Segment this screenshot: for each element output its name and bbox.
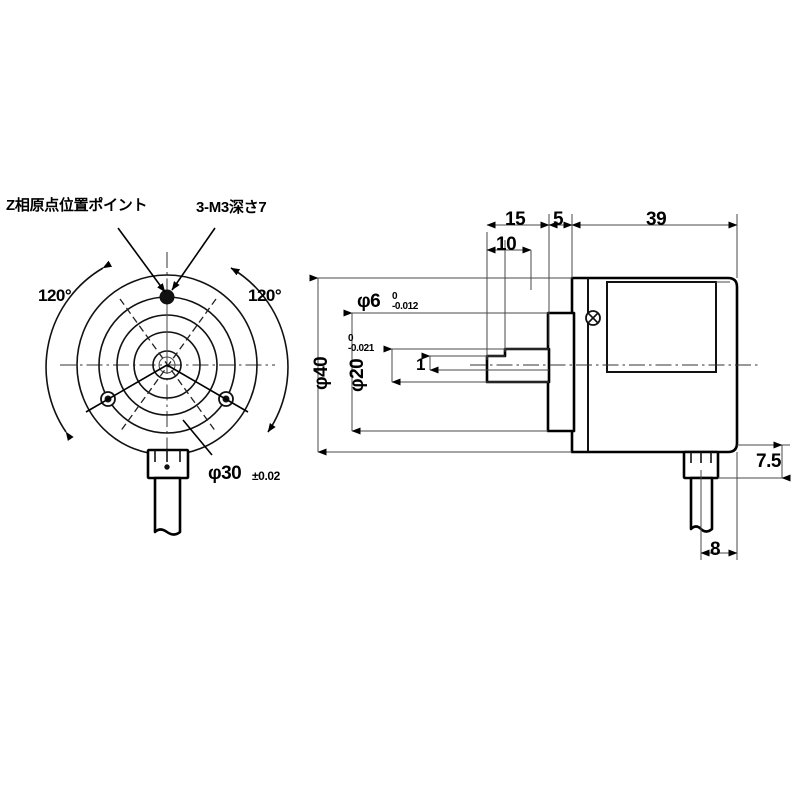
dimtext-dia-40: φ40: [311, 356, 332, 390]
front-view-geometry: [45, 227, 289, 536]
dimtext-10: 10: [496, 234, 517, 255]
angle-leader-left: [85, 364, 168, 413]
toltext-dia-20-upper: 0: [348, 333, 354, 344]
leader-bolt-circle: [182, 419, 213, 456]
toltext-dia-6: 0 -0.012: [392, 292, 418, 312]
label-angle-left-120: 120°: [38, 286, 72, 305]
toltext-dia-20-lower: -0.021: [348, 343, 374, 354]
toltext-dia-6-upper: 0: [392, 291, 398, 302]
angle-arc-left: [45, 260, 113, 441]
mounting-flange: [546, 311, 576, 433]
label-bolt-circle-tolerance: ±0.02: [252, 469, 280, 483]
dimtext-dia-20: φ20: [347, 358, 368, 392]
label-angle-right-120: 120°: [248, 286, 282, 305]
set-screw: [585, 310, 601, 326]
dimtext-dia-6: φ6: [357, 291, 381, 312]
toltext-dia-6-lower: -0.012: [392, 301, 418, 312]
leader-z-phase: [117, 227, 166, 293]
toltext-dia-20: 0 -0.021: [348, 334, 374, 354]
dimtext-39: 39: [646, 209, 667, 230]
label-z-phase-origin-point: Z相原点位置ポイント: [6, 197, 148, 214]
body-inner-recess: [606, 281, 717, 373]
dimtext-8: 8: [710, 539, 721, 560]
dimtext-step-1: 1: [416, 355, 425, 374]
angle-leader-right: [166, 364, 249, 413]
leader-m3-holes: [171, 227, 216, 291]
label-mounting-holes-3-m3: 3-M3深さ7: [196, 199, 267, 216]
label-bolt-circle-dia-30: φ30: [208, 463, 242, 484]
front-view-cable-exit: [146, 448, 190, 536]
dimtext-5: 5: [553, 209, 564, 230]
side-view-geometry: [309, 214, 791, 560]
encoder-body: [570, 276, 739, 454]
angle-arc-right: [230, 267, 289, 433]
dimtext-7-5: 7.5: [756, 451, 781, 472]
dimtext-15: 15: [505, 209, 526, 230]
side-view-dimension-lines: [309, 221, 791, 557]
mounting-hole-top: [159, 289, 175, 305]
